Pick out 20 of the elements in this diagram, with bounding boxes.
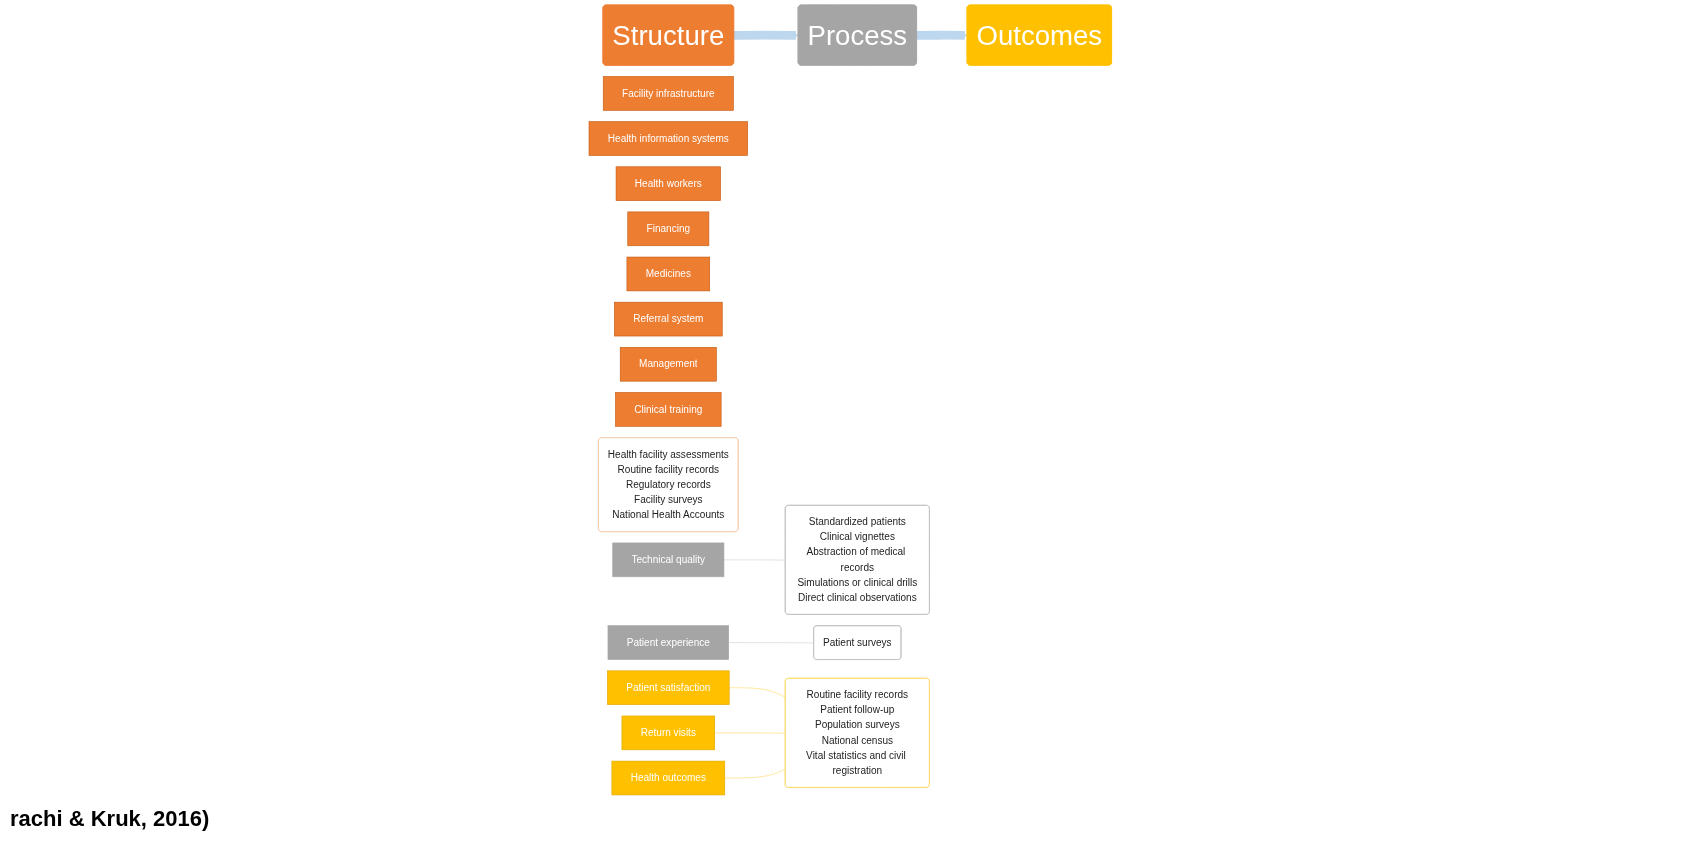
node-box xyxy=(611,760,725,796)
node-box xyxy=(621,715,715,751)
node-box xyxy=(607,625,729,660)
connector xyxy=(724,768,786,779)
node-box xyxy=(615,166,721,201)
node-box xyxy=(602,76,734,111)
node-box xyxy=(612,542,724,578)
node-box xyxy=(613,301,723,337)
arrow xyxy=(916,30,968,40)
node-box xyxy=(626,256,710,292)
node-box xyxy=(619,347,717,382)
connector xyxy=(714,732,786,734)
node-box xyxy=(588,121,748,156)
node-box xyxy=(627,211,709,247)
flowchart: Structure Facility infrastructure Health information systems Health workers Financing Medicines Referral system Management Clinical training Health facility assessments Routine facility records Regulatory records Facility surveys National Health Accounts Process Technical quality Patient experience Standardized patients Clinical vignettes Abstraction of medical records Simulations or clinical drills Direct clinical observations Patient surveys Outcomes Patient satisfaction Return visits Health outcomes Routine facility records Patient follow-up Population surveys National census Vital statistics and civil registration xyxy=(583,0,1117,800)
node-box xyxy=(606,670,730,705)
connector xyxy=(728,687,786,698)
node-box xyxy=(614,392,722,427)
citation: rachi & Kruk, 2016) xyxy=(10,806,210,832)
arrow xyxy=(733,30,799,40)
